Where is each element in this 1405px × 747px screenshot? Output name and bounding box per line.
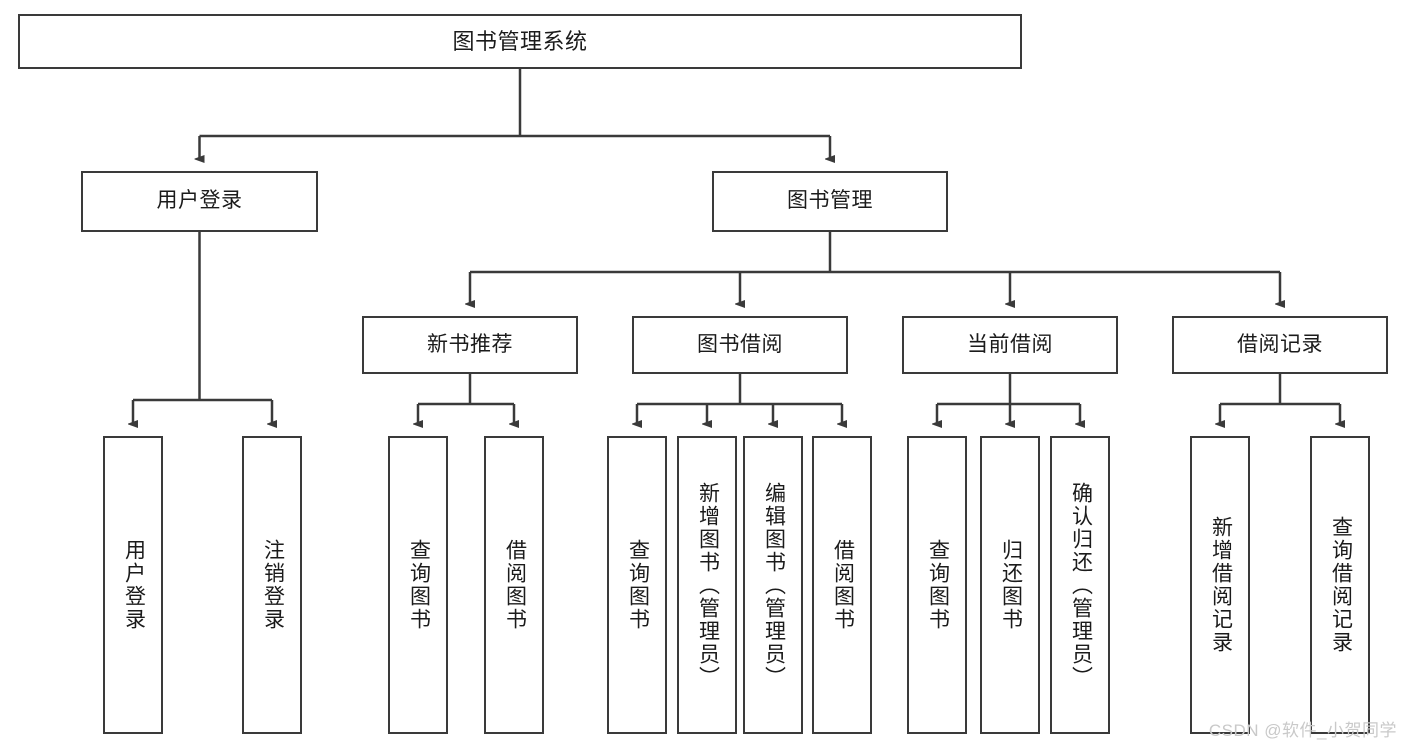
node-leaf-user-login[interactable]: 用户登录	[103, 436, 163, 734]
node-root[interactable]: 图书管理系统	[18, 14, 1022, 69]
node-label: 新书推荐	[427, 332, 513, 356]
node-leaf-borrow-book[interactable]: 借阅图书	[812, 436, 872, 734]
node-label: 查询图书	[407, 539, 431, 631]
node-label: 查询图书	[626, 539, 650, 631]
node-new-book-recommend[interactable]: 新书推荐	[362, 316, 578, 374]
node-label: 编辑图书（管理员）	[762, 481, 786, 689]
node-label: 借阅图书	[831, 539, 855, 631]
node-label: 新增借阅记录	[1209, 516, 1233, 654]
node-leaf-confirm-return[interactable]: 确认归还（管理员）	[1050, 436, 1110, 734]
node-label: 图书管理	[787, 189, 873, 213]
node-label: 新增图书（管理员）	[696, 481, 720, 689]
node-label: 确认归还（管理员）	[1069, 481, 1093, 689]
node-leaf-return-book[interactable]: 归还图书	[980, 436, 1040, 734]
node-book-manage[interactable]: 图书管理	[712, 171, 948, 232]
node-label: 借阅图书	[503, 539, 527, 631]
node-label: 注销登录	[261, 539, 285, 631]
node-leaf-add-book[interactable]: 新增图书（管理员）	[677, 436, 737, 734]
node-borrow-record[interactable]: 借阅记录	[1172, 316, 1388, 374]
node-leaf-add-borrow-record[interactable]: 新增借阅记录	[1190, 436, 1250, 734]
node-label: 查询图书	[926, 539, 950, 631]
node-leaf-edit-book[interactable]: 编辑图书（管理员）	[743, 436, 803, 734]
node-label: 用户登录	[122, 539, 146, 631]
node-label: 查询借阅记录	[1329, 516, 1353, 654]
node-label: 图书借阅	[697, 332, 783, 356]
node-label: 用户登录	[156, 189, 243, 213]
node-leaf-query-book-recommend[interactable]: 查询图书	[388, 436, 448, 734]
node-book-borrow[interactable]: 图书借阅	[632, 316, 848, 374]
node-user-login[interactable]: 用户登录	[81, 171, 318, 232]
node-leaf-query-book-borrow[interactable]: 查询图书	[607, 436, 667, 734]
node-label: 归还图书	[999, 539, 1023, 631]
node-label: 借阅记录	[1237, 332, 1323, 356]
node-label: 图书管理系统	[452, 28, 588, 54]
node-leaf-logout[interactable]: 注销登录	[242, 436, 302, 734]
watermark-text: CSDN @软件_小贺同学	[1208, 721, 1397, 740]
node-current-borrow[interactable]: 当前借阅	[902, 316, 1118, 374]
node-leaf-query-borrow-record[interactable]: 查询借阅记录	[1310, 436, 1370, 734]
node-label: 当前借阅	[967, 332, 1053, 356]
node-leaf-borrow-book-recommend[interactable]: 借阅图书	[484, 436, 544, 734]
node-leaf-query-book-current[interactable]: 查询图书	[907, 436, 967, 734]
